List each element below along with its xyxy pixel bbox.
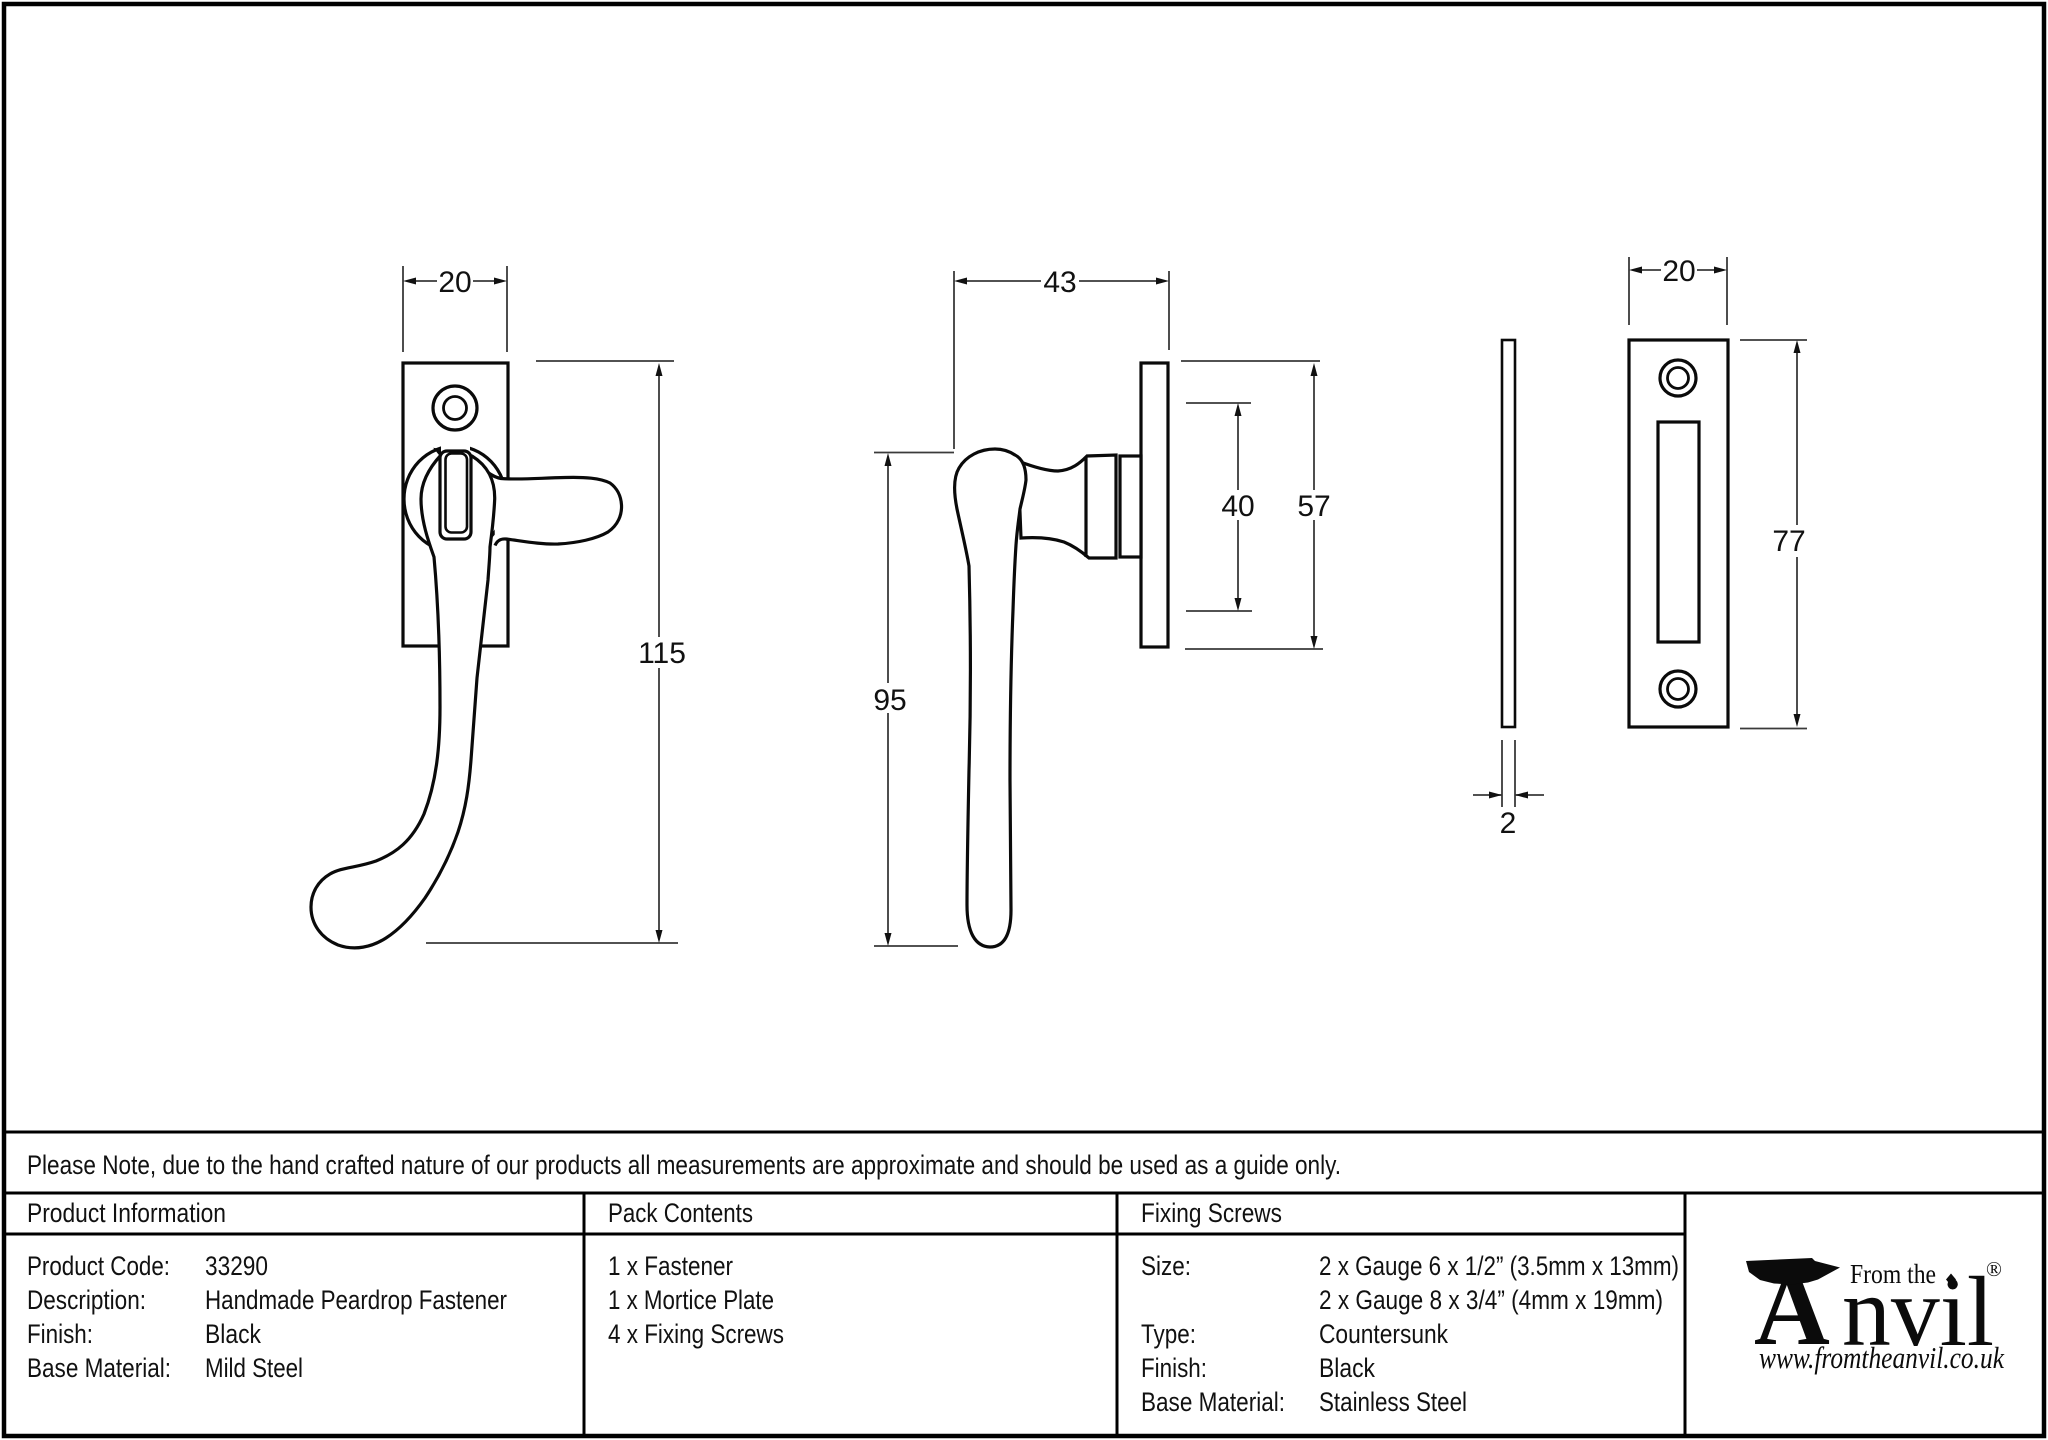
svg-text:Stainless Steel: Stainless Steel: [1319, 1387, 1467, 1417]
svg-text:40: 40: [1221, 490, 1254, 523]
svg-text:nvil: nvil: [1842, 1256, 1994, 1367]
svg-text:1 x Fastener: 1 x Fastener: [608, 1251, 733, 1281]
svg-text:Base Material:: Base Material:: [1141, 1387, 1285, 1417]
svg-text:Countersunk: Countersunk: [1319, 1319, 1448, 1349]
svg-text:Black: Black: [1319, 1353, 1375, 1383]
svg-text:115: 115: [638, 637, 686, 670]
svg-text:2: 2: [1500, 807, 1517, 840]
svg-text:Black: Black: [205, 1319, 261, 1349]
svg-text:Please Note, due to the hand c: Please Note, due to the hand crafted nat…: [27, 1150, 1341, 1180]
svg-text:20: 20: [1662, 255, 1695, 288]
svg-text:2 x Gauge 8 x 3/4” (4mm x 19mm: 2 x Gauge 8 x 3/4” (4mm x 19mm): [1319, 1285, 1663, 1315]
svg-text:43: 43: [1043, 266, 1076, 299]
svg-text:Pack Contents: Pack Contents: [608, 1198, 753, 1228]
svg-text:Product Code:: Product Code:: [27, 1251, 170, 1281]
svg-text:20: 20: [438, 266, 471, 299]
svg-text:Finish:: Finish:: [1141, 1353, 1207, 1383]
svg-text:57: 57: [1297, 490, 1330, 523]
svg-text:www.fromtheanvil.co.uk: www.fromtheanvil.co.uk: [1759, 1340, 2005, 1375]
svg-text:Finish:: Finish:: [27, 1319, 93, 1349]
svg-text:1 x Mortice Plate: 1 x Mortice Plate: [608, 1285, 774, 1315]
svg-text:Handmade Peardrop Fastener: Handmade Peardrop Fastener: [205, 1285, 507, 1315]
svg-text:95: 95: [873, 684, 906, 717]
svg-text:Mild Steel: Mild Steel: [205, 1353, 303, 1383]
svg-text:77: 77: [1772, 525, 1805, 558]
svg-text:Fixing Screws: Fixing Screws: [1141, 1198, 1282, 1228]
svg-text:Product Information: Product Information: [27, 1198, 226, 1228]
svg-text:®: ®: [1986, 1257, 2002, 1281]
svg-text:Base Material:: Base Material:: [27, 1353, 171, 1383]
svg-text:From the: From the: [1850, 1259, 1936, 1289]
svg-text:Type:: Type:: [1141, 1319, 1196, 1349]
svg-text:4 x Fixing Screws: 4 x Fixing Screws: [608, 1319, 784, 1349]
svg-text:2 x Gauge 6 x 1/2” (3.5mm x 13: 2 x Gauge 6 x 1/2” (3.5mm x 13mm): [1319, 1251, 1679, 1281]
svg-text:Size:: Size:: [1141, 1251, 1191, 1281]
svg-text:33290: 33290: [205, 1251, 268, 1281]
svg-text:Description:: Description:: [27, 1285, 146, 1315]
